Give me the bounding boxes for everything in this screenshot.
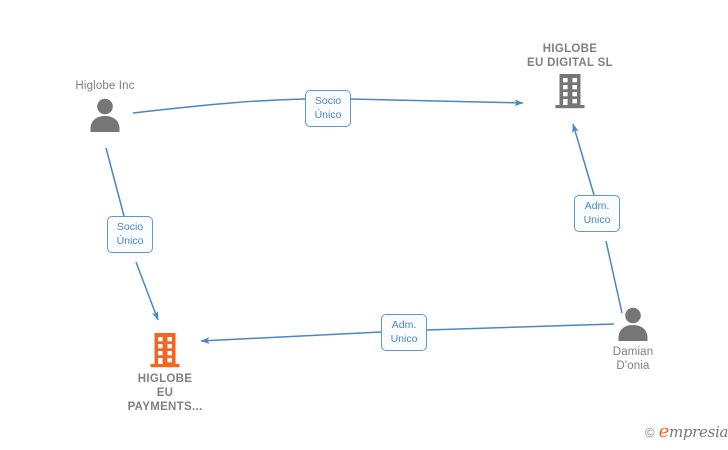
person-icon [616,305,650,341]
watermark-empresia: © empresia [645,421,728,442]
brand-lead-letter: e [658,421,670,442]
edge-label-inc-to-digital[interactable]: Socio Único [305,90,351,127]
edge-damian-to-payments-line-b [200,331,382,344]
edge-damian-to-payments-line [426,323,615,331]
edge-label-inc-to-payments[interactable]: Socio Único [107,216,153,253]
edge-label-damian-to-digital[interactable]: Adm. Unico [574,195,620,232]
node-eu-payments[interactable]: HIGLOBE EU PAYMENTS... [90,332,240,414]
node-eu-payments-label: HIGLOBE EU PAYMENTS... [127,373,203,413]
edge-inc-to-digital-line-b [350,98,524,107]
copyright-icon: © [645,424,655,440]
brand-wordmark: empresia [658,421,728,442]
node-eu-digital-label: HIGLOBE EU DIGITAL SL [527,43,613,69]
node-eu-digital[interactable]: HIGLOBE EU DIGITAL SL [495,42,645,109]
edge-inc-to-digital-line [132,98,306,114]
building-icon [553,73,587,109]
node-damian-donia[interactable]: Damian D'onia [558,305,708,373]
edge-damian-to-digital-line-b [572,123,595,196]
edge-damian-to-digital-line [605,240,623,314]
node-higlobe-inc-label: Higlobe Inc [75,80,135,92]
edge-label-damian-to-payments[interactable]: Adm. Unico [381,314,427,351]
edge-inc-to-payments-line-b [135,261,159,321]
edge-inc-to-payments-line [105,147,125,217]
node-higlobe-inc[interactable]: Higlobe Inc [30,79,180,132]
brand-rest-letters: mpresia [668,423,728,441]
node-damian-donia-label: Damian D'onia [612,346,654,372]
building-icon [148,332,182,368]
person-icon [88,96,122,132]
